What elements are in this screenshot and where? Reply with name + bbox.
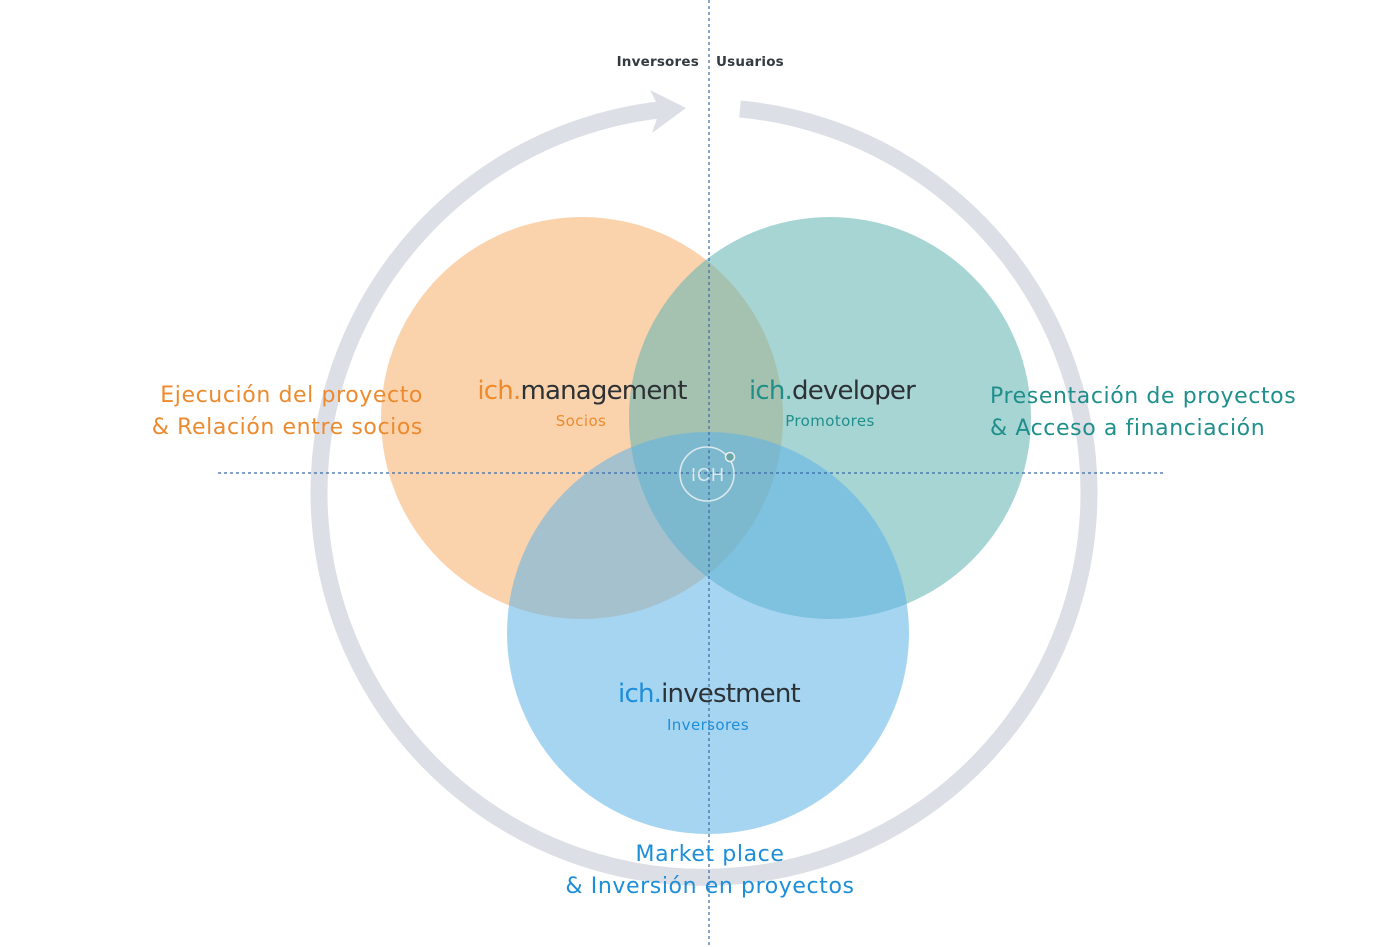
cycle-arrow-icon — [650, 90, 686, 133]
right-side-line1: Presentación de proyectos — [990, 384, 1297, 409]
developer-prefix: ich. — [748, 376, 793, 406]
left-side-line1: Ejecución del proyecto — [160, 383, 423, 408]
right-side-label: Presentación de proyectos & Acceso a fin… — [990, 381, 1296, 445]
right-side-line2: & Acceso a financiación — [990, 416, 1266, 441]
left-side-label: Ejecución del proyecto & Relación entre … — [152, 380, 423, 444]
management-name: management — [520, 376, 687, 406]
bottom-side-line1: Market place — [635, 842, 785, 867]
cycle-ring — [310, 100, 1098, 886]
investment-subtitle: Inversores — [666, 716, 750, 734]
ich-logo-text: ICH — [691, 465, 725, 485]
management-subtitle: Socios — [555, 412, 607, 430]
investment-circle — [507, 432, 909, 834]
ich-logo: ICH — [679, 446, 736, 502]
management-prefix: ich. — [477, 376, 521, 406]
investment-name: investment — [661, 679, 801, 709]
investment-prefix: ich. — [618, 679, 662, 709]
developer-title: ich.developer — [682, 376, 982, 406]
bottom-side-line2: & Inversión en proyectos — [565, 874, 855, 899]
quadrant-label-left: Inversores — [616, 54, 699, 70]
left-side-line2: & Relación entre socios — [151, 415, 423, 440]
developer-name: developer — [792, 376, 916, 406]
investment-title: ich.investment — [559, 679, 859, 709]
management-title: ich.management — [432, 376, 732, 406]
quadrant-label-right: Usuarios — [716, 54, 784, 70]
developer-subtitle: Promotores — [785, 412, 875, 430]
bottom-side-label: Market place & Inversión en proyectos — [460, 839, 960, 903]
